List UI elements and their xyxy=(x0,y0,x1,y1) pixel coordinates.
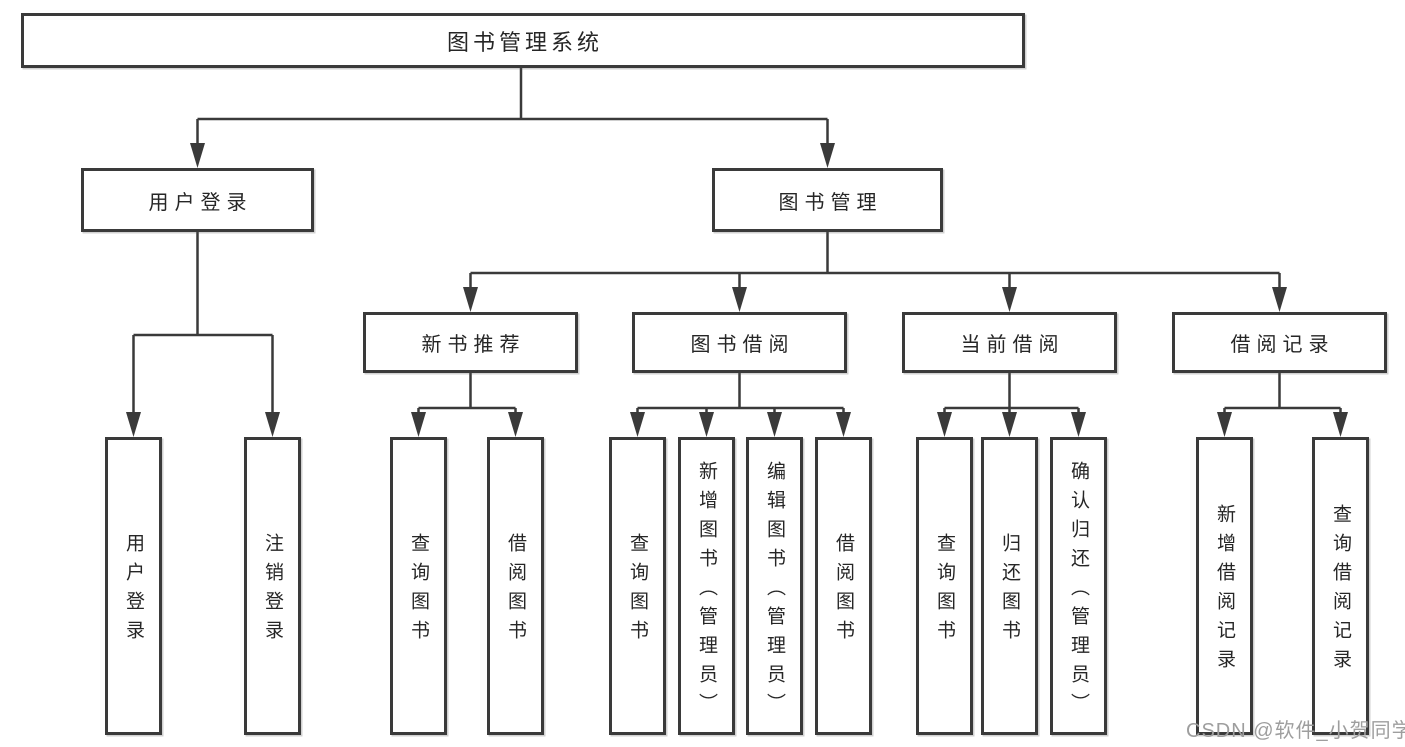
arrowhead-book-management xyxy=(820,143,835,168)
node-label: 借阅图书 xyxy=(833,533,854,649)
connector-current-borrow-group xyxy=(943,373,1080,414)
connector-book-management-to-level3 xyxy=(469,232,1281,290)
arrowhead-logout-action xyxy=(265,412,280,437)
node-bb-edit-books-admin: 编辑图书（管理员） xyxy=(746,437,803,735)
arrowhead-user-login xyxy=(190,143,205,168)
node-cb-confirm-return-admin: 确认归还（管理员） xyxy=(1050,437,1107,735)
node-borrowing-records: 借阅记录 xyxy=(1172,312,1387,373)
arrowhead-bb-borrow-books xyxy=(836,412,851,437)
node-label: 新书推荐 xyxy=(421,334,526,356)
node-label: 图书借阅 xyxy=(690,334,795,356)
node-label: 用户登录 xyxy=(148,191,253,214)
arrowhead-cb-confirm-return xyxy=(1071,412,1086,437)
arrowhead-cb-return-books xyxy=(1002,412,1017,437)
node-nbr-borrow-books: 借阅图书 xyxy=(487,437,544,735)
arrowhead-current-borrowing xyxy=(1002,287,1017,312)
node-label: 查询图书 xyxy=(934,533,955,649)
arrowhead-book-borrowing xyxy=(732,287,747,312)
node-bb-query-books: 查询图书 xyxy=(609,437,666,735)
node-current-borrowing: 当前借阅 xyxy=(902,312,1117,373)
node-label: 新增借阅记录 xyxy=(1214,504,1235,678)
node-user-login-action: 用户登录 xyxy=(105,437,162,735)
node-label: 当前借阅 xyxy=(960,334,1065,356)
arrowhead-user-login-action xyxy=(126,412,141,437)
arrowhead-borrowing-records xyxy=(1272,287,1287,312)
arrowhead-cb-query-books xyxy=(937,412,952,437)
arrowhead-bb-edit-books xyxy=(767,412,782,437)
arrowhead-new-book-recommendation xyxy=(463,287,478,312)
node-book-borrowing: 图书借阅 xyxy=(632,312,847,373)
csdn-watermark: CSDN @软件_小贺同学 xyxy=(1186,720,1405,742)
connector-new-book-group xyxy=(417,373,517,414)
node-label: 注销登录 xyxy=(262,533,283,649)
node-label: 归还图书 xyxy=(999,533,1020,649)
node-label: 编辑图书（管理员） xyxy=(764,460,785,722)
node-label: 新增图书（管理员） xyxy=(696,460,717,722)
arrowhead-bb-add-books xyxy=(699,412,714,437)
arrowhead-nbr-query-books xyxy=(411,412,426,437)
node-nbr-query-books: 查询图书 xyxy=(390,437,447,735)
connector-user-login-group xyxy=(132,232,274,414)
arrowhead-bb-query-books xyxy=(630,412,645,437)
arrowhead-nbr-borrow-books xyxy=(508,412,523,437)
connector-root-to-level2 xyxy=(196,68,829,145)
node-cb-return-books: 归还图书 xyxy=(981,437,1038,735)
connector-borrow-records-group xyxy=(1223,373,1342,414)
node-bb-add-books-admin: 新增图书（管理员） xyxy=(678,437,735,735)
arrowhead-br-add-record xyxy=(1217,412,1232,437)
node-label: 图书管理系统 xyxy=(446,29,603,55)
connector-book-borrow-group xyxy=(636,373,845,414)
node-logout-action: 注销登录 xyxy=(244,437,301,735)
node-user-login: 用户登录 xyxy=(81,168,314,232)
node-label: 查询图书 xyxy=(627,533,648,649)
node-label: 借阅记录 xyxy=(1230,334,1335,356)
node-book-management: 图书管理 xyxy=(712,168,943,232)
node-label: 图书管理 xyxy=(778,191,883,214)
arrowhead-br-query-record xyxy=(1333,412,1348,437)
node-new-book-recommendation: 新书推荐 xyxy=(363,312,578,373)
node-label: 查询图书 xyxy=(408,533,429,649)
node-label: 借阅图书 xyxy=(505,533,526,649)
node-bb-borrow-books: 借阅图书 xyxy=(815,437,872,735)
node-br-add-record: 新增借阅记录 xyxy=(1196,437,1253,735)
node-br-query-record: 查询借阅记录 xyxy=(1312,437,1369,735)
node-cb-query-books: 查询图书 xyxy=(916,437,973,735)
node-label: 确认归还（管理员） xyxy=(1068,460,1089,722)
node-label: 用户登录 xyxy=(123,533,144,649)
node-label: 查询借阅记录 xyxy=(1330,504,1351,678)
node-library-management-system: 图书管理系统 xyxy=(21,13,1025,68)
